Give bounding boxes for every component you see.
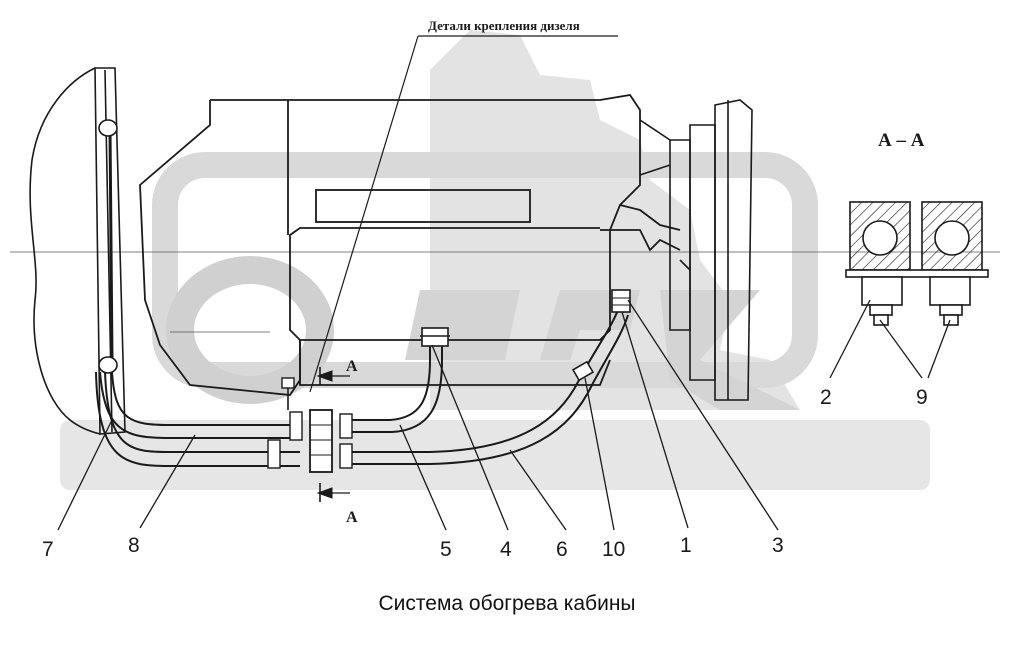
section-aa-detail: [845, 201, 989, 326]
section-label-bottom: А: [346, 509, 358, 526]
flywheel-housing: [639, 99, 753, 401]
top-leader: [309, 35, 618, 393]
callout-2: 2: [820, 386, 832, 409]
section-title: А – А: [878, 130, 925, 151]
watermark-logo: ОРЕХ: [60, 30, 930, 490]
label-engine-mounting-parts: Детали крепления дизеля: [428, 18, 580, 33]
section-marker-top: [316, 367, 350, 385]
callout-7: 7: [42, 538, 54, 561]
callout-8: 8: [128, 534, 140, 557]
section-label-top: А: [346, 358, 358, 375]
callout-6: 6: [556, 538, 568, 561]
callout-numbers: 7 8 5 4 6 10 1 3 2 9: [42, 386, 928, 561]
callout-5: 5: [440, 538, 452, 561]
section-marker-bottom: [316, 483, 350, 502]
callout-leaders: [57, 299, 951, 531]
callout-4: 4: [500, 538, 512, 561]
callout-9: 9: [916, 386, 928, 409]
callout-10: 10: [602, 538, 625, 561]
watermark-text: ОРЕХ: [500, 341, 503, 343]
callout-1: 1: [680, 534, 692, 557]
diagram-caption: Система обогрева кабины: [378, 592, 636, 615]
heating-hoses: [95, 289, 631, 473]
callout-3: 3: [772, 534, 784, 557]
radiator: [29, 67, 126, 435]
